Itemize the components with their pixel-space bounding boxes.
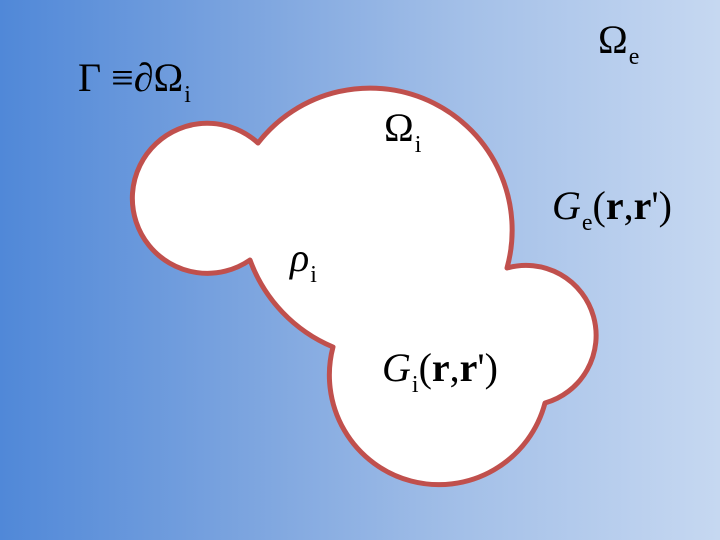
omega-symbol: Ω <box>153 55 184 100</box>
omega-symbol: Ω <box>384 105 414 150</box>
rho-symbol: ρ <box>290 235 310 280</box>
interior-region-boundary <box>129 85 599 488</box>
interior-green-subscript: i <box>411 371 419 398</box>
close-paren: ) <box>484 345 498 390</box>
r-vector: r <box>431 345 450 390</box>
prime-mark: ' <box>477 345 485 390</box>
exterior-green-function-label: Ge(r,r') <box>552 183 672 235</box>
exterior-domain-label: Ωe <box>598 17 639 69</box>
omega-symbol: Ω <box>598 17 628 62</box>
density-subscript: i <box>310 261 317 288</box>
g-symbol: G <box>382 345 411 390</box>
close-paren: ) <box>658 183 672 228</box>
open-paren: ( <box>418 345 432 390</box>
r-prime-vector: r <box>633 183 652 228</box>
comma: , <box>623 183 634 228</box>
density-label: ρi <box>290 235 317 287</box>
r-vector: r <box>605 183 624 228</box>
comma: , <box>449 345 460 390</box>
gamma-symbol: Γ <box>78 55 102 100</box>
r-prime-vector: r <box>459 345 478 390</box>
equiv-symbol: ≡ <box>111 55 134 100</box>
exterior-subscript: e <box>628 43 640 70</box>
interior-subscript: i <box>414 131 422 158</box>
exterior-green-subscript: e <box>581 209 593 236</box>
interior-green-function-label: Gi(r,r') <box>382 345 498 397</box>
prime-mark: ' <box>651 183 659 228</box>
boundary-subscript: i <box>184 81 191 108</box>
partial-symbol: ∂ <box>133 55 154 100</box>
interior-domain-label: Ωi <box>384 105 421 157</box>
g-symbol: G <box>552 183 581 228</box>
open-paren: ( <box>592 183 606 228</box>
boundary-label: Γ ≡∂Ωi <box>78 55 191 107</box>
